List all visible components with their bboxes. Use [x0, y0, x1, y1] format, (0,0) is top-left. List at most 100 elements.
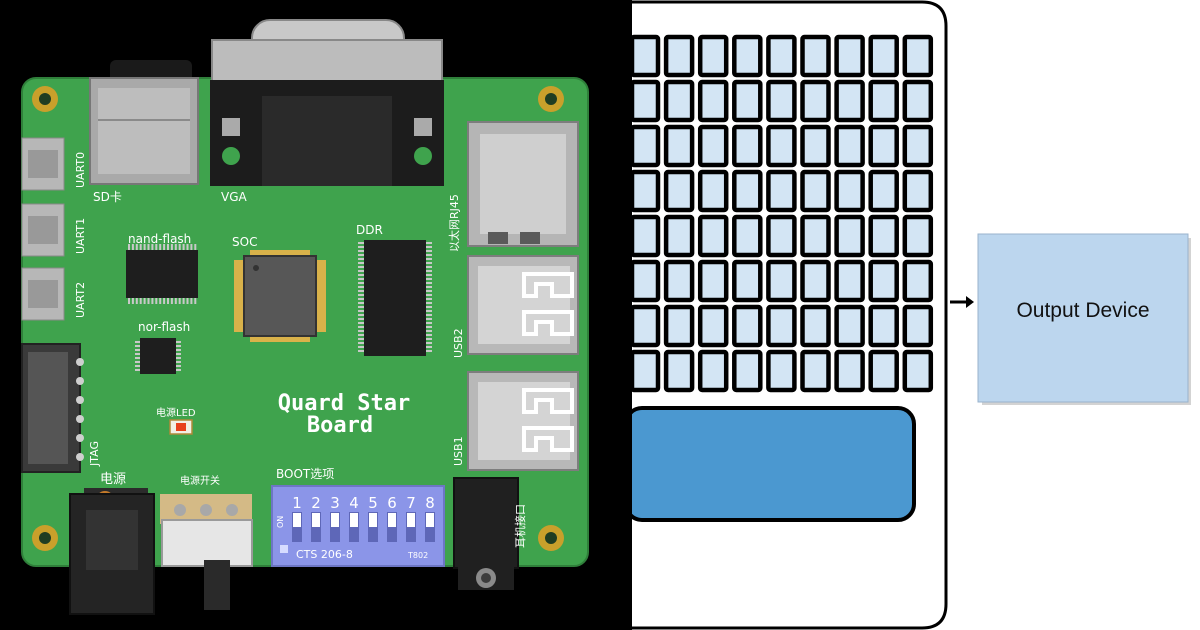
grid-cell — [800, 349, 831, 393]
grid-cell — [663, 349, 695, 393]
chip-pin — [176, 357, 181, 359]
chip-pin — [426, 250, 432, 252]
ddr-label: DDR — [356, 223, 383, 237]
grid-cell — [766, 124, 797, 168]
power-switch — [160, 494, 253, 610]
chip-pin — [358, 350, 364, 352]
mounting-hole-bl — [32, 525, 58, 551]
chip-pin — [147, 244, 150, 250]
chip-pin — [194, 244, 197, 250]
chip-pin — [426, 326, 432, 328]
dip-number: 1 — [292, 494, 302, 512]
grid-cell — [800, 214, 831, 258]
chip-pin — [174, 244, 177, 250]
chip-pin — [426, 258, 432, 260]
chip-pin — [426, 274, 432, 276]
chip-pin — [186, 244, 189, 250]
chip-pin — [358, 282, 364, 284]
grid-cell — [732, 34, 763, 78]
grid-cell — [697, 214, 729, 258]
grid-cell — [766, 79, 797, 123]
chip-pin — [426, 262, 432, 264]
chip-pin — [128, 244, 130, 250]
grid-cell — [697, 304, 729, 348]
chip-pin — [176, 361, 181, 363]
chip-pin — [358, 242, 364, 244]
chip-pin — [358, 294, 364, 296]
dip-knob — [388, 513, 396, 527]
chip-pin — [135, 369, 140, 371]
chip-pin — [182, 298, 185, 304]
chip-pin — [135, 361, 140, 363]
soc-label: SOC — [232, 235, 257, 249]
uart1-label: UART1 — [74, 218, 87, 254]
chip-pin — [190, 244, 193, 250]
soc-chip — [234, 250, 326, 342]
chip-pin — [426, 294, 432, 296]
dip-code-label: T802 — [407, 551, 428, 560]
nand-flash-label: nand-flash — [128, 232, 191, 246]
board-title-line1: Quard Star — [278, 391, 410, 416]
grid-cell — [697, 259, 729, 303]
grid-cell — [766, 34, 797, 78]
chip-pin — [178, 298, 181, 304]
chip-pin — [143, 298, 146, 304]
grid-cell — [800, 304, 831, 348]
chip-pin — [176, 365, 181, 367]
usb2-port — [467, 255, 579, 355]
chip-pin — [426, 314, 432, 316]
chip-pin — [147, 298, 150, 304]
chip-pin — [426, 282, 432, 284]
grid-cell — [834, 214, 865, 258]
grid-cell — [834, 169, 865, 213]
output-device-box — [977, 233, 1189, 403]
chip-pin — [176, 353, 181, 355]
grid-cell — [663, 214, 695, 258]
chip-pin — [170, 298, 173, 304]
dip-model-label: CTS 206-8 — [296, 548, 353, 561]
chip-pin — [358, 302, 364, 304]
grid-cell — [834, 259, 865, 303]
chip-pin — [426, 342, 432, 344]
power-jack — [69, 488, 155, 615]
mounting-hole-br — [538, 525, 564, 551]
uart1-connector — [21, 203, 65, 257]
usb2-label: USB2 — [452, 328, 465, 358]
power-switch-label: 电源开关 — [180, 474, 220, 487]
chip-pin — [174, 298, 177, 304]
grid-cell — [800, 169, 831, 213]
grid-cell — [697, 124, 729, 168]
chip-pin — [135, 357, 140, 359]
grid-cell — [834, 124, 865, 168]
chip-pin — [167, 244, 169, 250]
dip-on-label: ON — [276, 516, 285, 528]
grid-cell — [902, 34, 934, 78]
vga-connector — [210, 19, 444, 186]
grid-cell — [766, 349, 797, 393]
uart2-connector — [21, 267, 65, 321]
chip-pin — [163, 244, 166, 250]
grid-cell — [902, 124, 934, 168]
chip-pin — [135, 345, 140, 347]
chip-pin — [358, 270, 364, 272]
grid-cell — [868, 124, 899, 168]
grid-cell — [732, 259, 763, 303]
chip-pin — [358, 278, 364, 280]
power-label: 电源 — [100, 472, 126, 487]
uart0-label: UART0 — [74, 152, 87, 188]
grid-cell — [868, 259, 899, 303]
chip-pin — [358, 258, 364, 260]
grid-cell — [697, 79, 729, 123]
chip-pin — [426, 242, 432, 244]
chip-pin — [155, 298, 158, 304]
grid-cell — [902, 349, 934, 393]
grid-cell — [902, 304, 934, 348]
chip-pin — [426, 310, 432, 312]
grid-cell — [834, 34, 865, 78]
chip-pin — [358, 330, 364, 332]
grid-cell — [663, 124, 695, 168]
headphone-jack — [453, 477, 519, 590]
grid-cell — [663, 259, 695, 303]
chip-pin — [186, 298, 189, 304]
